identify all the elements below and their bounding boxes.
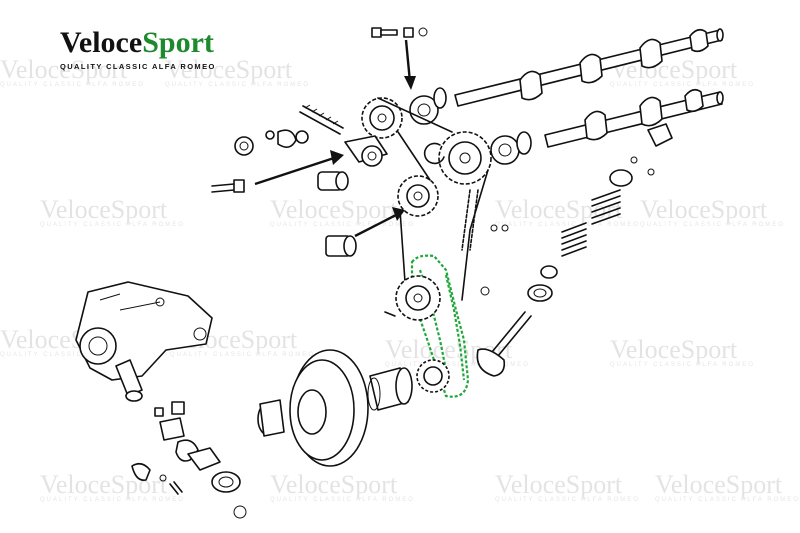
cam-sprocket-upper <box>361 87 447 139</box>
tensioner-body <box>344 135 388 167</box>
water-pump <box>75 281 213 402</box>
oil-pump-sprocket <box>416 359 450 393</box>
crank-hub <box>367 367 413 411</box>
crank-pulley <box>257 349 369 467</box>
brand-logo: VeloceSport QUALITY CLASSIC ALFA ROMEO <box>60 26 240 76</box>
brand-name-main: Veloce <box>60 26 143 59</box>
tensioner-spring <box>299 104 344 135</box>
valve <box>476 311 532 377</box>
bushing <box>325 235 357 257</box>
crank-sprocket <box>384 275 441 321</box>
camshaft-upper <box>454 28 724 107</box>
idler-sprocket <box>397 175 439 217</box>
valve-spring-inner <box>561 222 587 257</box>
brand-name: VeloceSport <box>60 26 240 60</box>
cam-sprocket-lower <box>423 131 532 185</box>
cam-bolts <box>371 27 428 38</box>
tensioner-small-parts <box>211 129 349 193</box>
distributor-drive <box>131 401 247 519</box>
valve-tappet <box>609 123 673 187</box>
valve-seat-washers <box>480 224 558 302</box>
camshaft-lower <box>544 88 724 148</box>
brand-tagline: QUALITY CLASSIC ALFA ROMEO <box>60 62 216 71</box>
valve-spring-outer <box>591 189 621 225</box>
brand-name-accent: Sport <box>142 26 214 59</box>
timing-chain <box>377 97 489 301</box>
pointer-arrows <box>254 39 416 238</box>
